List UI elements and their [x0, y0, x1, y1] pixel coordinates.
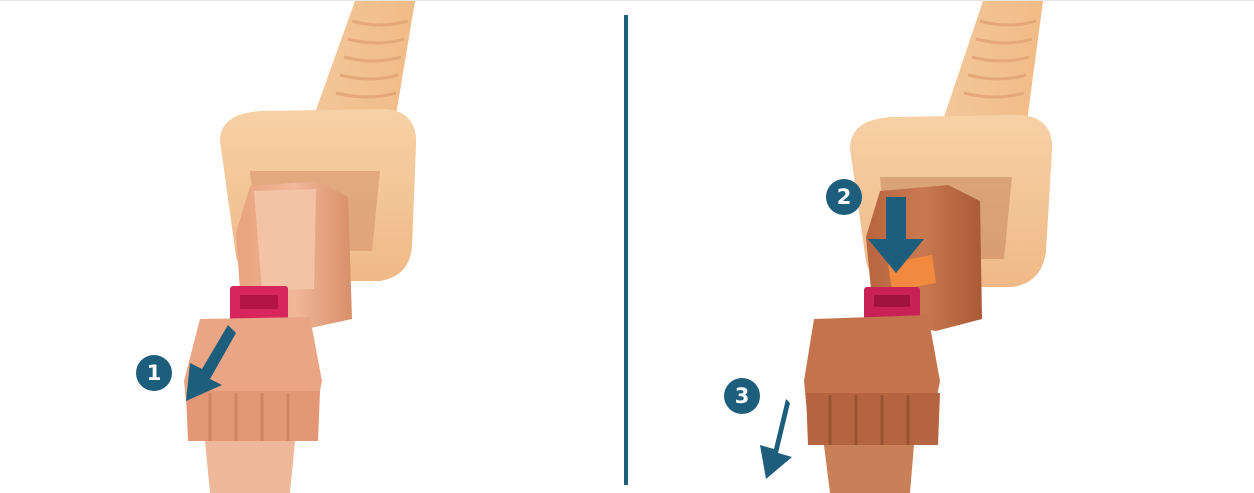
- step-badge-2: 2: [826, 179, 862, 215]
- cable-top: [940, 1, 1043, 129]
- arrow-icon: [760, 399, 792, 479]
- step-badge-3: 3: [724, 378, 760, 414]
- connector-illustration-left: [0, 1, 626, 493]
- connector-illustration-right: [628, 1, 1254, 493]
- cable-bottom: [205, 441, 295, 493]
- step-badge-1: 1: [136, 355, 172, 391]
- cable-bottom: [824, 445, 914, 493]
- panel-steps-2-3: 2 3: [628, 1, 1254, 493]
- panel-step-1: 1: [0, 1, 626, 493]
